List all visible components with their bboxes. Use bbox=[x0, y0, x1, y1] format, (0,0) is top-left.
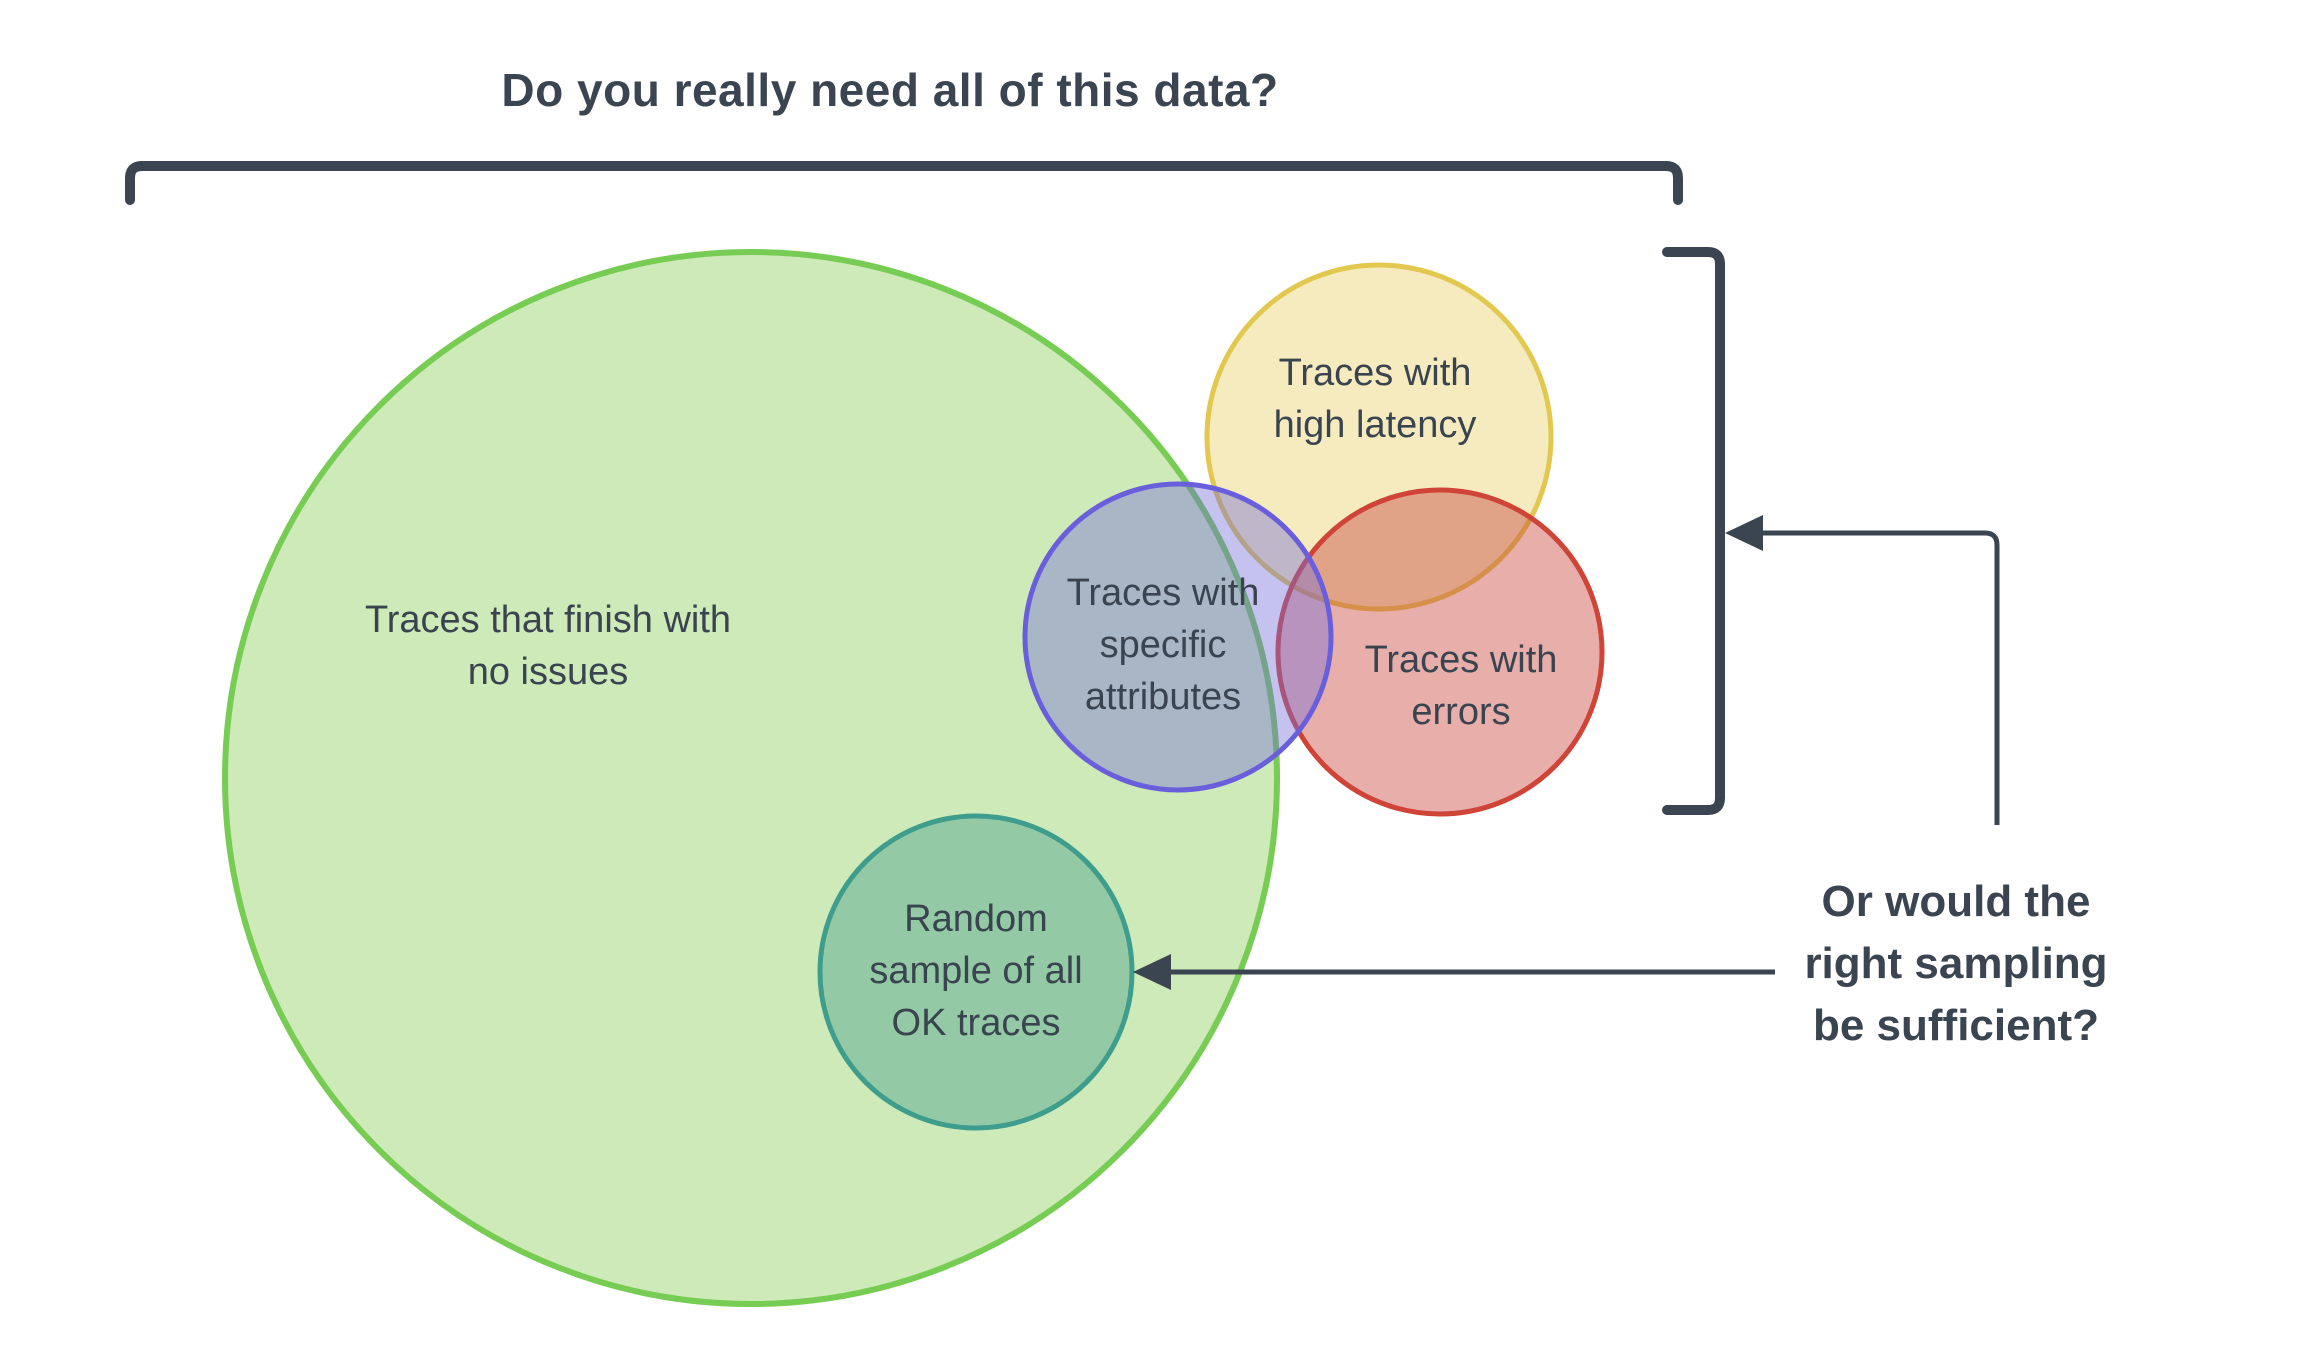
circle-errors bbox=[1275, 487, 1605, 817]
arrow-to-brace-shaft bbox=[1763, 530, 2000, 825]
label-traces-no-issues: Traces that finish with no issues bbox=[364, 599, 732, 693]
sampling-question: Or would the right sampling be sufficien… bbox=[1804, 877, 2108, 1050]
label-high-latency: Traces with high latency bbox=[1273, 352, 1477, 446]
label-specific-attributes: Traces with specific attributes bbox=[1066, 572, 1260, 718]
arrow-to-random-sample-head bbox=[1133, 954, 1171, 990]
arrow-to-random-sample bbox=[1133, 954, 1775, 990]
arrow-to-brace bbox=[1725, 515, 2000, 825]
circle-random-sample bbox=[817, 813, 1135, 1131]
circle-specific-attributes bbox=[1022, 481, 1334, 793]
top-brace bbox=[125, 161, 1683, 205]
label-traces-errors: Traces with errors bbox=[1364, 639, 1558, 733]
circle-high-latency bbox=[1204, 262, 1554, 612]
arrow-to-brace-head bbox=[1725, 515, 1763, 551]
circle-traces-no-issues bbox=[222, 249, 1280, 1307]
label-random-sample: Random sample of all OK traces bbox=[869, 898, 1083, 1044]
diagram-title: Do you really need all of this data? bbox=[501, 64, 1279, 116]
right-brace bbox=[1662, 247, 1725, 815]
